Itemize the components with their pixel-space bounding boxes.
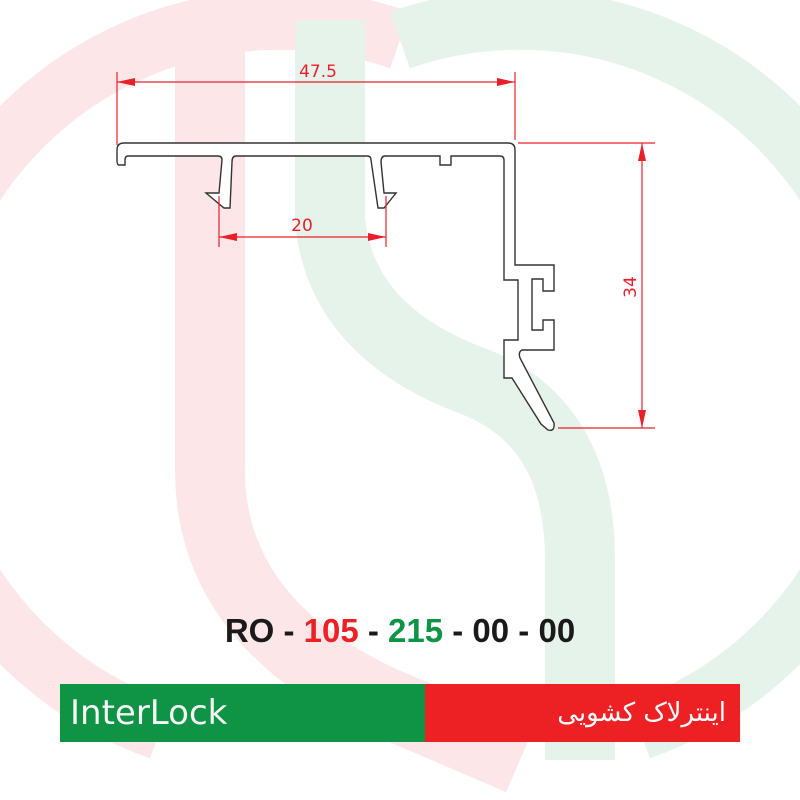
code-separator: - [358,612,389,649]
code-series: 105 [303,612,359,649]
interlock-profile-outline [116,142,555,432]
product-code: RO - 105 - 215 - 00 - 00 [0,612,800,650]
spacing-dimension-label: 20 [291,216,313,236]
persian-name-panel: اینترلاک کشویی [425,684,740,742]
width-dimension-label: 47.5 [299,62,337,82]
code-prefix: RO [224,612,275,649]
code-variant: 00 [472,612,510,649]
english-name: InterLock [70,693,228,733]
height-dimension-label: 34 [621,276,641,298]
code-finish: 00 [538,612,576,649]
code-separator: - [509,612,539,649]
code-model: 215 [388,612,444,649]
spacing-dimension-line [218,196,387,247]
english-name-panel: InterLock [60,684,425,742]
height-dimension-line [518,142,655,429]
code-separator: - [274,612,304,649]
code-separator: - [443,612,473,649]
persian-name: اینترلاک کشویی [557,698,726,728]
product-name-bar: InterLock اینترلاک کشویی [60,684,740,742]
width-dimension-line [116,72,516,145]
